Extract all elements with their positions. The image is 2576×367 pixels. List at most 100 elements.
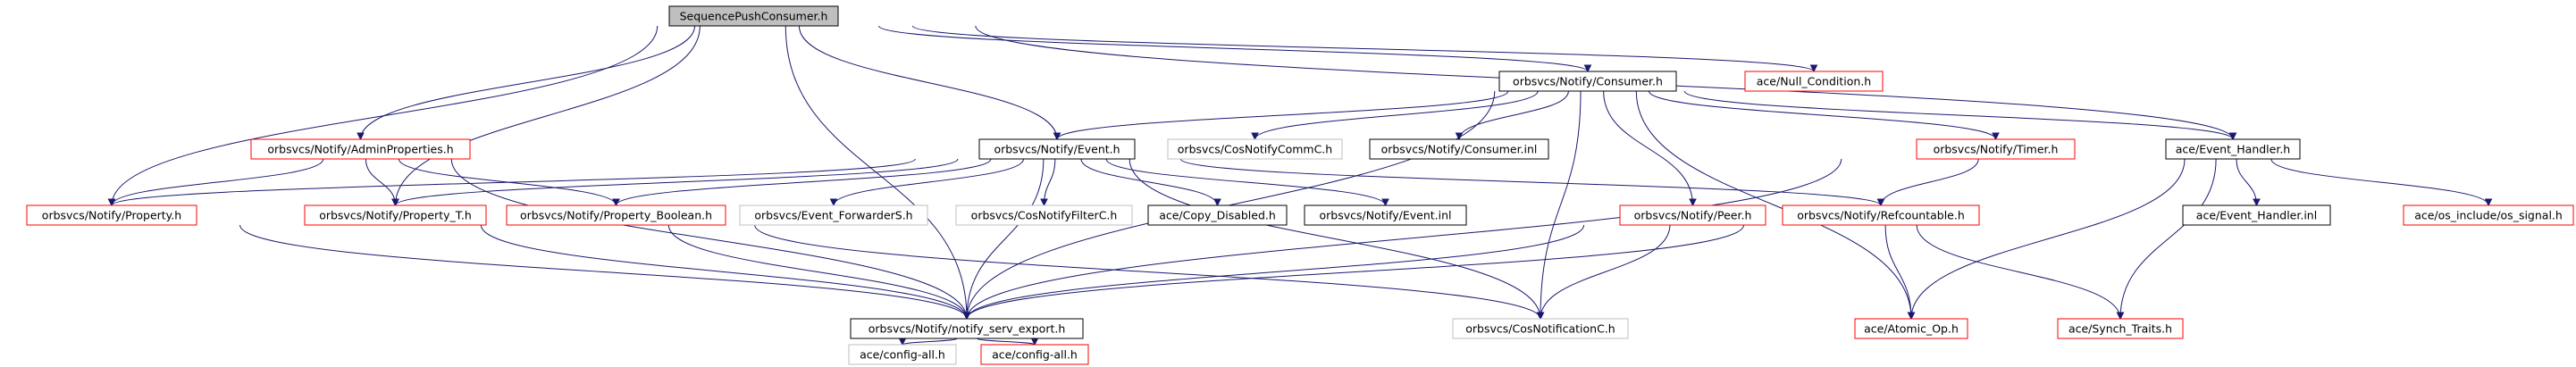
edge-event_handler-to-synch_traits	[2116, 158, 2217, 321]
node-null-condition[interactable]: ace/Null_Condition.h	[1744, 71, 1884, 92]
node-box	[1167, 138, 1343, 160]
node-layer: SequencePushConsumer.h orbsvcs/Notify/Con…	[26, 5, 2574, 365]
edge-event_h-to-property_boolean	[612, 158, 992, 207]
edge-line	[111, 25, 659, 206]
node-atomic-op[interactable]: ace/Atomic_Op.h	[1854, 318, 1968, 339]
node-box	[739, 204, 928, 226]
edge-event_h-to-refcountable	[1179, 158, 1885, 207]
arrowhead	[962, 312, 971, 321]
node-box	[2165, 138, 2301, 160]
node-property-t[interactable]: orbsvcs/Notify/Property_T.h	[304, 204, 487, 226]
node-box	[1744, 71, 1884, 92]
node-label: orbsvcs/Notify/Timer.h	[1934, 143, 2059, 156]
arrowhead	[1251, 132, 1259, 141]
edge-timer-to-notify_serv_export	[962, 158, 1842, 321]
edge-event_h-to-property	[107, 158, 916, 207]
edge-line	[395, 158, 959, 206]
edge-layer	[107, 25, 2493, 346]
edge-property-to-notify_serv_export	[239, 224, 971, 321]
node-admin-props[interactable]: orbsvcs/Notify/AdminProperties.h	[250, 138, 471, 160]
node-notify-serv-export[interactable]: orbsvcs/Notify/notify_serv_export.h	[850, 318, 1084, 339]
node-box	[1782, 204, 1980, 226]
node-box	[1498, 71, 1677, 92]
edge-line	[616, 158, 992, 206]
edge-line	[1603, 90, 1693, 206]
edge-line	[111, 158, 324, 206]
node-property[interactable]: orbsvcs/Notify/Property.h	[26, 204, 197, 226]
edge-event_h-to-cosnotifyfilterc	[1040, 158, 1056, 207]
edge-line	[2270, 158, 2489, 206]
node-label: orbsvcs/Notify/Consumer.inl	[1381, 143, 1538, 156]
edge-root-to-null_condition	[911, 25, 1818, 73]
edge-consumer_h-to-event_handler	[1683, 90, 2237, 141]
edge-line	[1540, 224, 1671, 320]
arrowhead	[1876, 198, 1885, 207]
edge-root-to-property_t	[391, 25, 701, 207]
edge-line	[1683, 90, 2234, 140]
node-box	[250, 138, 471, 160]
edge-peer-to-notify_serv_export	[962, 224, 1585, 321]
edge-event_h-to-property_t	[391, 158, 959, 207]
edge-event_h-to-cosnotificationc	[1129, 158, 1545, 321]
edge-line	[111, 158, 916, 206]
edge-line	[966, 158, 1842, 320]
node-timer[interactable]: orbsvcs/Notify/Timer.h	[1916, 138, 2076, 160]
node-label: SequencePushConsumer.h	[680, 10, 828, 23]
node-cosnotificationc: orbsvcs/CosNotificationC.h	[1452, 318, 1629, 339]
node-synch-traits[interactable]: ace/Synch_Traits.h	[2057, 318, 2184, 339]
edge-notify_serv_export-to-config_all_link	[976, 338, 1039, 346]
node-event-h[interactable]: orbsvcs/Notify/Event.h	[978, 138, 1136, 160]
edge-line	[1648, 90, 1996, 140]
node-label: orbsvcs/CosNotificationC.h	[1465, 322, 1615, 336]
edge-peer-to-cosnotificationc	[1536, 224, 1671, 321]
arrowhead	[1907, 312, 1916, 321]
node-peer[interactable]: orbsvcs/Notify/Peer.h	[1619, 204, 1766, 226]
node-label: orbsvcs/Notify/Event.h	[994, 143, 1120, 156]
node-box	[1854, 318, 1968, 339]
edge-line	[976, 338, 1036, 346]
arrowhead	[1213, 198, 1221, 207]
edge-line	[480, 224, 968, 320]
arrowhead	[2253, 198, 2261, 207]
node-consumer-h[interactable]: orbsvcs/Notify/Consumer.h	[1498, 71, 1677, 92]
arrowhead	[391, 198, 399, 207]
edge-notify_serv_export-to-config_all_ext	[898, 338, 958, 346]
arrowhead	[2228, 132, 2237, 141]
node-event-handler[interactable]: ace/Event_Handler.h	[2165, 138, 2301, 160]
node-refcountable[interactable]: orbsvcs/Notify/Refcountable.h	[1782, 204, 1980, 226]
edge-line	[450, 158, 968, 320]
edge-event_handler-to-atomic_op	[1907, 158, 2186, 321]
node-label: ace/config-all.h	[860, 348, 945, 362]
node-consumer-inl[interactable]: orbsvcs/Notify/Consumer.inl	[1369, 138, 1549, 160]
node-os-signal[interactable]: ace/os_include/os_signal.h	[2403, 204, 2574, 226]
edge-event_h-to-event_inl	[1105, 158, 1389, 207]
edge-line	[1458, 90, 1569, 140]
node-label: orbsvcs/Notify/Consumer.h	[1513, 75, 1663, 88]
edge-line	[1884, 224, 1912, 320]
node-label: ace/config-all.h	[992, 348, 1078, 362]
edge-event_handler-to-os_signal	[2270, 158, 2493, 207]
edge-refcountable-to-synch_traits	[1916, 224, 2125, 321]
arrowhead	[1689, 198, 1697, 207]
node-box	[304, 204, 487, 226]
edge-line	[2236, 158, 2257, 206]
node-label: ace/Copy_Disabled.h	[1159, 209, 1276, 222]
node-copy-disabled[interactable]: ace/Copy_Disabled.h	[1147, 204, 1288, 226]
edge-consumer_h-to-event_h	[1053, 90, 1509, 141]
node-box	[1304, 204, 1467, 226]
node-box	[1147, 204, 1288, 226]
node-config-all-link[interactable]: ace/config-all.h	[980, 344, 1089, 365]
node-root[interactable]: SequencePushConsumer.h	[668, 5, 839, 27]
arrowhead	[1053, 132, 1061, 141]
node-event-handler-inl[interactable]: ace/Event_Handler.inl	[2182, 204, 2331, 226]
edge-line	[1910, 158, 2186, 320]
node-label: ace/os_include/os_signal.h	[2414, 209, 2563, 222]
arrowhead	[2116, 312, 2125, 321]
node-event-inl[interactable]: orbsvcs/Notify/Event.inl	[1304, 204, 1467, 226]
node-box	[848, 344, 957, 365]
edge-line	[878, 25, 1589, 72]
edge-line	[833, 158, 1024, 206]
edge-consumer_h-to-consumer_inl	[1455, 90, 1569, 141]
node-label: ace/Event_Handler.inl	[2196, 209, 2317, 222]
node-property-boolean[interactable]: orbsvcs/Notify/Property_Boolean.h	[506, 204, 726, 226]
